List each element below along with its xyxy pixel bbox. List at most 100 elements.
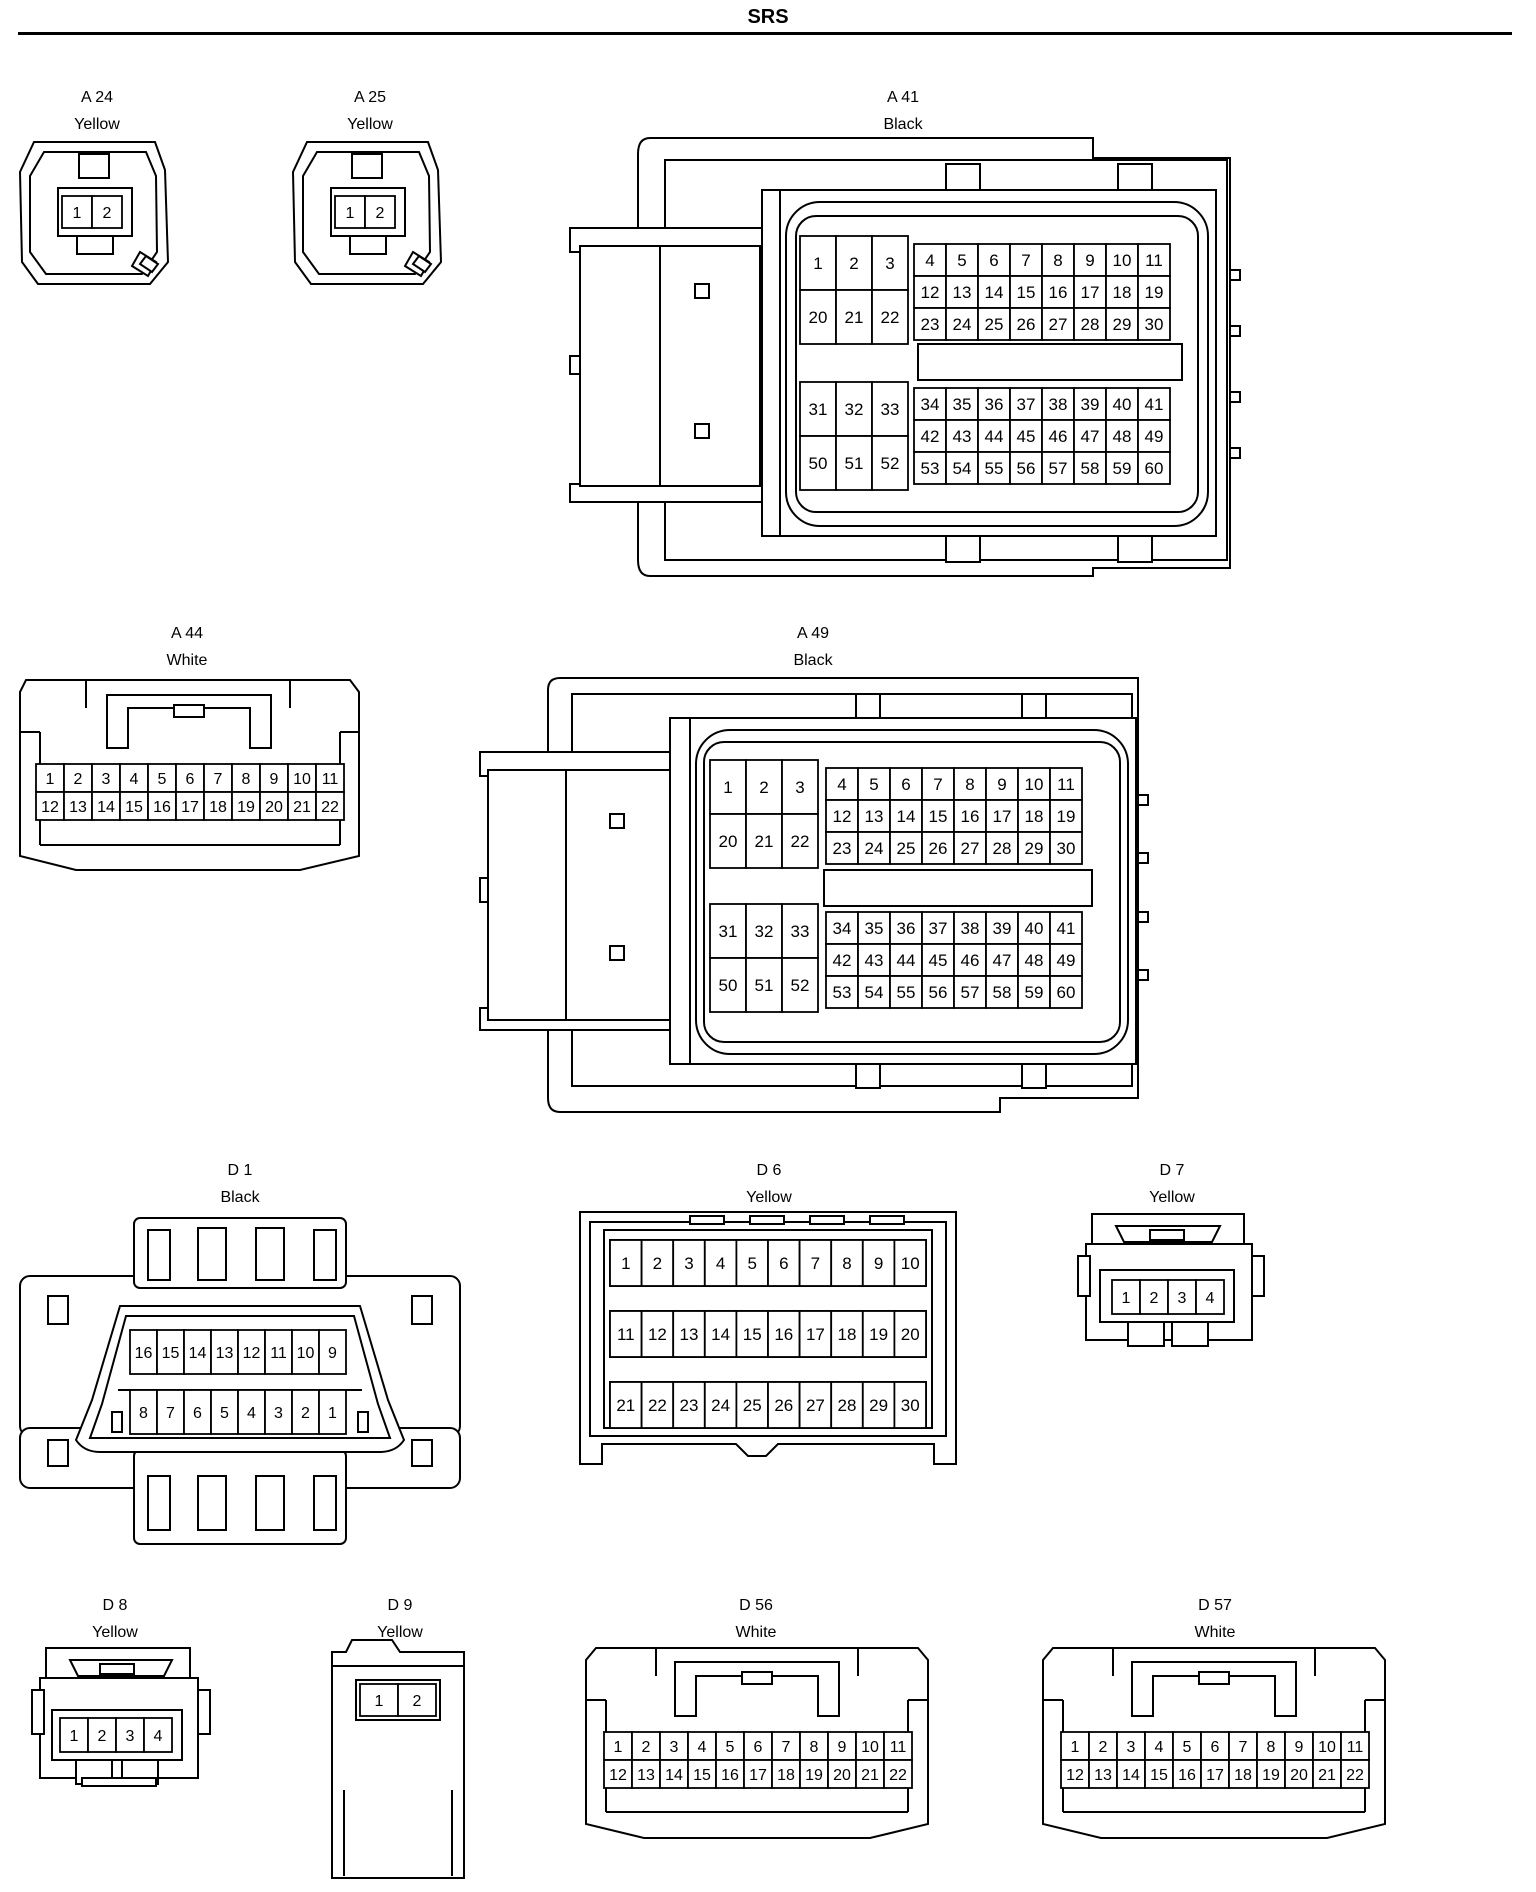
pin-number: 17 [806,1325,825,1344]
connector-id: D 1 [227,1162,253,1179]
pin-number: 31 [719,922,738,941]
pin-number: 60 [1057,983,1076,1002]
pin-number: 2 [759,778,768,797]
pin-cell [1009,419,1043,453]
pin-number: 44 [985,427,1004,446]
pin-number: 49 [1057,951,1076,970]
pin-cell [745,813,783,869]
pin-cell [1137,451,1171,485]
pin-cell [1041,451,1075,485]
pin-number: 17 [1081,283,1100,302]
pin-number: 30 [1145,315,1164,334]
connector-color: Yellow [347,116,393,133]
pin-number: 14 [97,799,115,816]
pin-cell [1049,831,1083,865]
pin-number: 41 [1057,919,1076,938]
pin-number: 11 [890,1739,907,1756]
pin-cell [61,195,93,229]
pin-number: 2 [1150,1290,1159,1307]
pin-cell [825,911,859,945]
pin-number: 20 [719,832,738,851]
connector-id: A 49 [796,625,830,642]
pin-number: 58 [993,983,1012,1002]
pin-cell [857,831,891,865]
pin-cell [913,307,947,341]
pin-cell [781,903,819,959]
pin-cell [825,943,859,977]
pin-number: 7 [811,1254,820,1273]
pin-cell [861,1239,896,1287]
pin-number: 19 [1145,283,1164,302]
connector-id: A 24 [80,89,114,106]
pin-cell [1073,307,1107,341]
pin-cell [231,791,261,821]
pin-cell [830,1239,864,1287]
connector-id: D 8 [102,1597,128,1614]
pin-number: 7 [782,1739,791,1756]
pin-cell [709,759,747,815]
connector-id: A 25 [353,89,387,106]
pin-number: 2 [849,254,858,273]
pin-number: 60 [1145,459,1164,478]
pin-number: 43 [953,427,972,446]
pin-number: 22 [648,1396,667,1415]
pin-cell [871,435,909,491]
pin-number: 45 [1017,427,1036,446]
pin-cell [1041,275,1075,309]
pin-number: 6 [186,771,195,788]
pin-number: 15 [1150,1767,1168,1784]
pin-number: 52 [791,976,810,995]
pin-number: 22 [881,308,900,327]
pin-cell [640,1310,675,1358]
connector-color: White [735,1624,777,1641]
pin-number: 1 [1071,1739,1080,1756]
pin-number: 12 [1066,1767,1084,1784]
pin-number: 24 [865,839,884,858]
pin-number: 10 [861,1739,879,1756]
pin-number: 18 [777,1767,795,1784]
pin-number: 32 [845,400,864,419]
pin-number: 20 [833,1767,851,1784]
pin-cell [825,831,859,865]
pin-number: 20 [265,799,283,816]
pin-number: 43 [865,951,884,970]
pin-cell [799,435,837,491]
pin-number: 7 [214,771,223,788]
pin-number: 6 [1211,1739,1220,1756]
connector-label-d9: D 9 Yellow [280,1592,520,1646]
pin-cell [1017,799,1051,833]
pin-cell [1009,307,1043,341]
pin-cell [1228,1731,1258,1761]
pin-number: 54 [953,459,972,478]
connector-color: Yellow [1149,1189,1195,1206]
pin-number: 32 [755,922,774,941]
pin-number: 12 [41,799,59,816]
pin-cell [913,387,947,421]
pin-number: 10 [297,1345,315,1362]
connector-d8 [31,1647,211,1787]
pin-number: 14 [1122,1767,1140,1784]
pin-cell [364,195,396,229]
pin-number: 33 [791,922,810,941]
connector-color: White [1194,1624,1236,1641]
pin-cell [1139,1279,1169,1315]
pin-cell [397,1683,437,1717]
pin-number: 2 [413,1693,422,1710]
pin-number: 6 [193,1405,202,1422]
pin-number: 4 [247,1405,256,1422]
pin-number: 5 [726,1739,735,1756]
pin-number: 17 [749,1767,767,1784]
pin-cell [672,1239,706,1287]
pin-number: 34 [921,395,940,414]
pin-number: 49 [1145,427,1164,446]
pin-number: 1 [346,205,355,222]
pin-cell [893,1310,927,1358]
pin-cell [827,1731,857,1761]
pin-cell [1049,911,1083,945]
pin-number: 11 [1347,1739,1364,1756]
connector-label-a24: A 24 Yellow [0,84,217,138]
pin-number: 27 [806,1396,825,1415]
